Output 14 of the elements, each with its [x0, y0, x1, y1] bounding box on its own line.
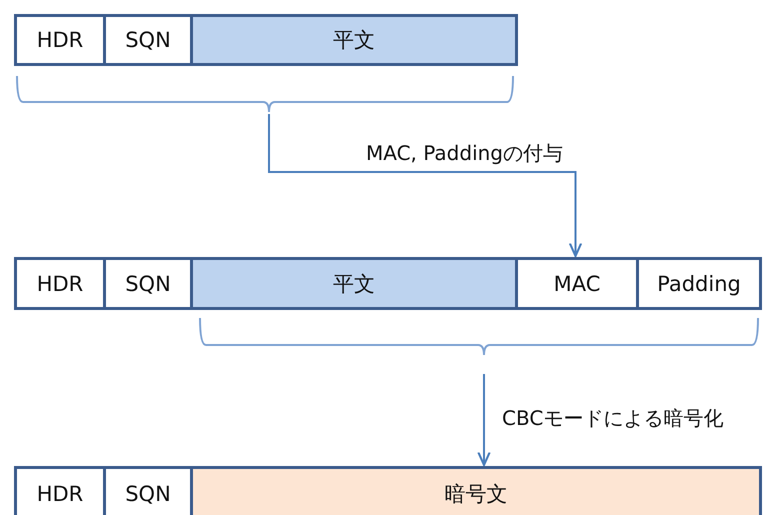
brace	[199, 318, 759, 355]
field-box: SQN	[103, 14, 193, 66]
brace	[16, 76, 514, 112]
field-box: SQN	[103, 257, 193, 310]
arrow	[477, 374, 491, 466]
field-box: Padding	[636, 257, 762, 310]
field-box: HDR	[14, 14, 106, 66]
arrow	[268, 114, 582, 258]
field-box: 平文	[190, 14, 518, 66]
field-box: HDR	[14, 466, 106, 515]
field-box: 暗号文	[190, 466, 762, 515]
field-box: HDR	[14, 257, 106, 310]
field-box: MAC	[515, 257, 639, 310]
field-box: 平文	[190, 257, 518, 310]
